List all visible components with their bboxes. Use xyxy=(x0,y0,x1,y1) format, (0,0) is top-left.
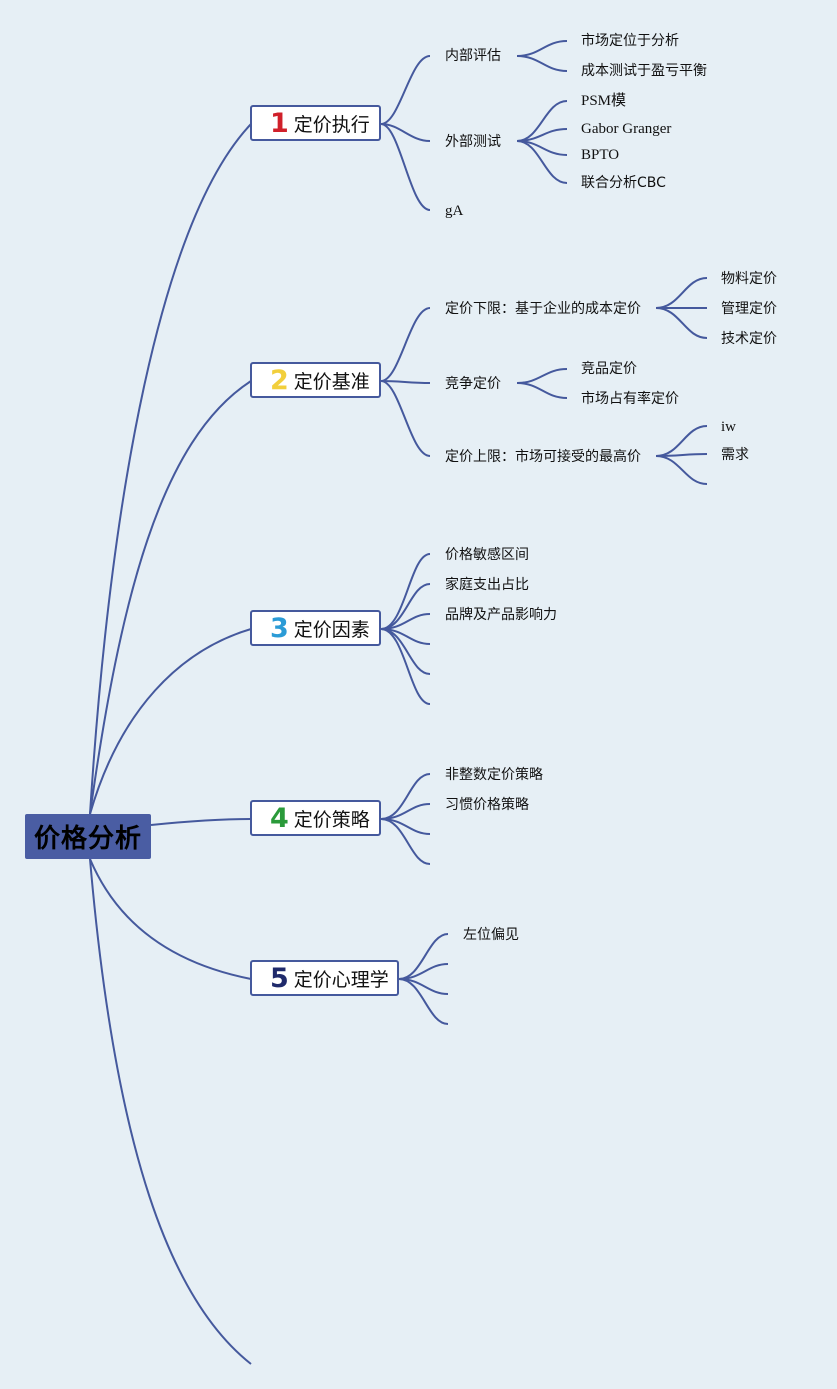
link-b1c1-g2 xyxy=(516,55,568,72)
link-b1c1-g1 xyxy=(516,40,568,57)
node-competitor-pricing[interactable]: 竞品定价 xyxy=(581,361,637,377)
branch-number-4: 4 xyxy=(270,802,289,834)
node-household-spending[interactable]: 家庭支出占比 xyxy=(445,577,529,593)
branch-label-5: 定价心理学 xyxy=(293,968,389,991)
branch-number-2: 2 xyxy=(270,364,289,396)
node-brand-influence[interactable]: 品牌及产品影响力 xyxy=(445,607,557,623)
node-left-digit-bias[interactable]: 左位偏见 xyxy=(463,927,519,943)
node-material-pricing[interactable]: 物料定价 xyxy=(721,271,777,287)
link-b2c2-g2 xyxy=(516,382,568,399)
node-technical-pricing[interactable]: 技术定价 xyxy=(721,331,777,347)
link-root-b2 xyxy=(89,380,252,815)
link-b2-c2 xyxy=(380,380,431,384)
node-conjoint-cbc[interactable]: 联合分析CBC xyxy=(581,175,666,191)
branch-number-1: 1 xyxy=(270,107,289,139)
link-b3-c6 xyxy=(380,628,431,705)
node-market-positioning[interactable]: 市场定位于分析 xyxy=(581,33,679,49)
link-b1-c3 xyxy=(380,123,431,211)
link-root-b5 xyxy=(89,858,252,980)
link-b2c1-g3 xyxy=(655,307,708,339)
root-label: 价格分析 xyxy=(33,824,142,854)
root-node[interactable]: 价格分析 xyxy=(25,814,151,859)
link-root-b4 xyxy=(150,818,252,826)
node-habitual-pricing[interactable]: 习惯价格策略 xyxy=(445,797,529,813)
node-market-share-pricing[interactable]: 市场占有率定价 xyxy=(581,391,679,407)
node-competitive-pricing[interactable]: 竞争定价 xyxy=(445,376,501,392)
link-b2c1-g1 xyxy=(655,277,708,309)
branch-label-1: 定价执行 xyxy=(293,113,370,136)
node-price-floor[interactable]: 定价下限：基于企业的成本定价 xyxy=(445,301,641,317)
branch-number-5: 5 xyxy=(270,962,289,994)
link-b2c2-g1 xyxy=(516,368,568,384)
node-gabor-granger[interactable]: Gabor Granger xyxy=(581,121,672,137)
branch-label-4: 定价策略 xyxy=(293,808,370,831)
node-external-test[interactable]: 外部测试 xyxy=(445,134,501,150)
link-root-b1 xyxy=(89,123,252,815)
link-b1c2-g4 xyxy=(516,140,568,184)
branch-node-3[interactable]: 3 定价因素 xyxy=(250,610,381,646)
branch-number-3: 3 xyxy=(270,612,289,644)
branch-node-4[interactable]: 4 定价策略 xyxy=(250,800,381,836)
node-price-ceiling[interactable]: 定价上限：市场可接受的最高价 xyxy=(445,449,641,465)
link-b2c3-g1 xyxy=(655,425,708,457)
link-b2-c1 xyxy=(380,307,431,382)
node-price-sensitivity[interactable]: 价格敏感区间 xyxy=(445,547,529,563)
node-cost-breakeven[interactable]: 成本测试于盈亏平衡 xyxy=(581,63,707,79)
link-b5-c4 xyxy=(398,978,449,1025)
branch-node-1[interactable]: 1 定价执行 xyxy=(250,105,381,141)
link-b4-c4 xyxy=(380,818,431,865)
link-root-tail xyxy=(89,858,252,1365)
branch-label-3: 定价因素 xyxy=(293,618,370,641)
link-b3-c1 xyxy=(380,553,431,630)
link-b2c3-g3 xyxy=(655,455,708,485)
node-demand[interactable]: 需求 xyxy=(721,447,749,463)
branch-node-2[interactable]: 2 定价基准 xyxy=(250,362,381,398)
node-odd-pricing[interactable]: 非整数定价策略 xyxy=(445,767,543,783)
node-bpto[interactable]: BPTO xyxy=(581,147,620,163)
node-psm[interactable]: PSM模 xyxy=(581,93,627,109)
node-internal-eval[interactable]: 内部评估 xyxy=(445,48,501,64)
link-root-b3 xyxy=(89,628,252,815)
branch-label-2: 定价基准 xyxy=(293,370,370,393)
node-iw[interactable]: iw xyxy=(721,419,736,435)
link-b1-c2 xyxy=(380,123,431,142)
node-management-pricing[interactable]: 管理定价 xyxy=(721,301,777,317)
link-b1-c1 xyxy=(380,55,431,125)
link-b2-c3 xyxy=(380,380,431,457)
branch-node-5[interactable]: 5 定价心理学 xyxy=(250,960,399,996)
node-ga[interactable]: gA xyxy=(445,203,464,219)
